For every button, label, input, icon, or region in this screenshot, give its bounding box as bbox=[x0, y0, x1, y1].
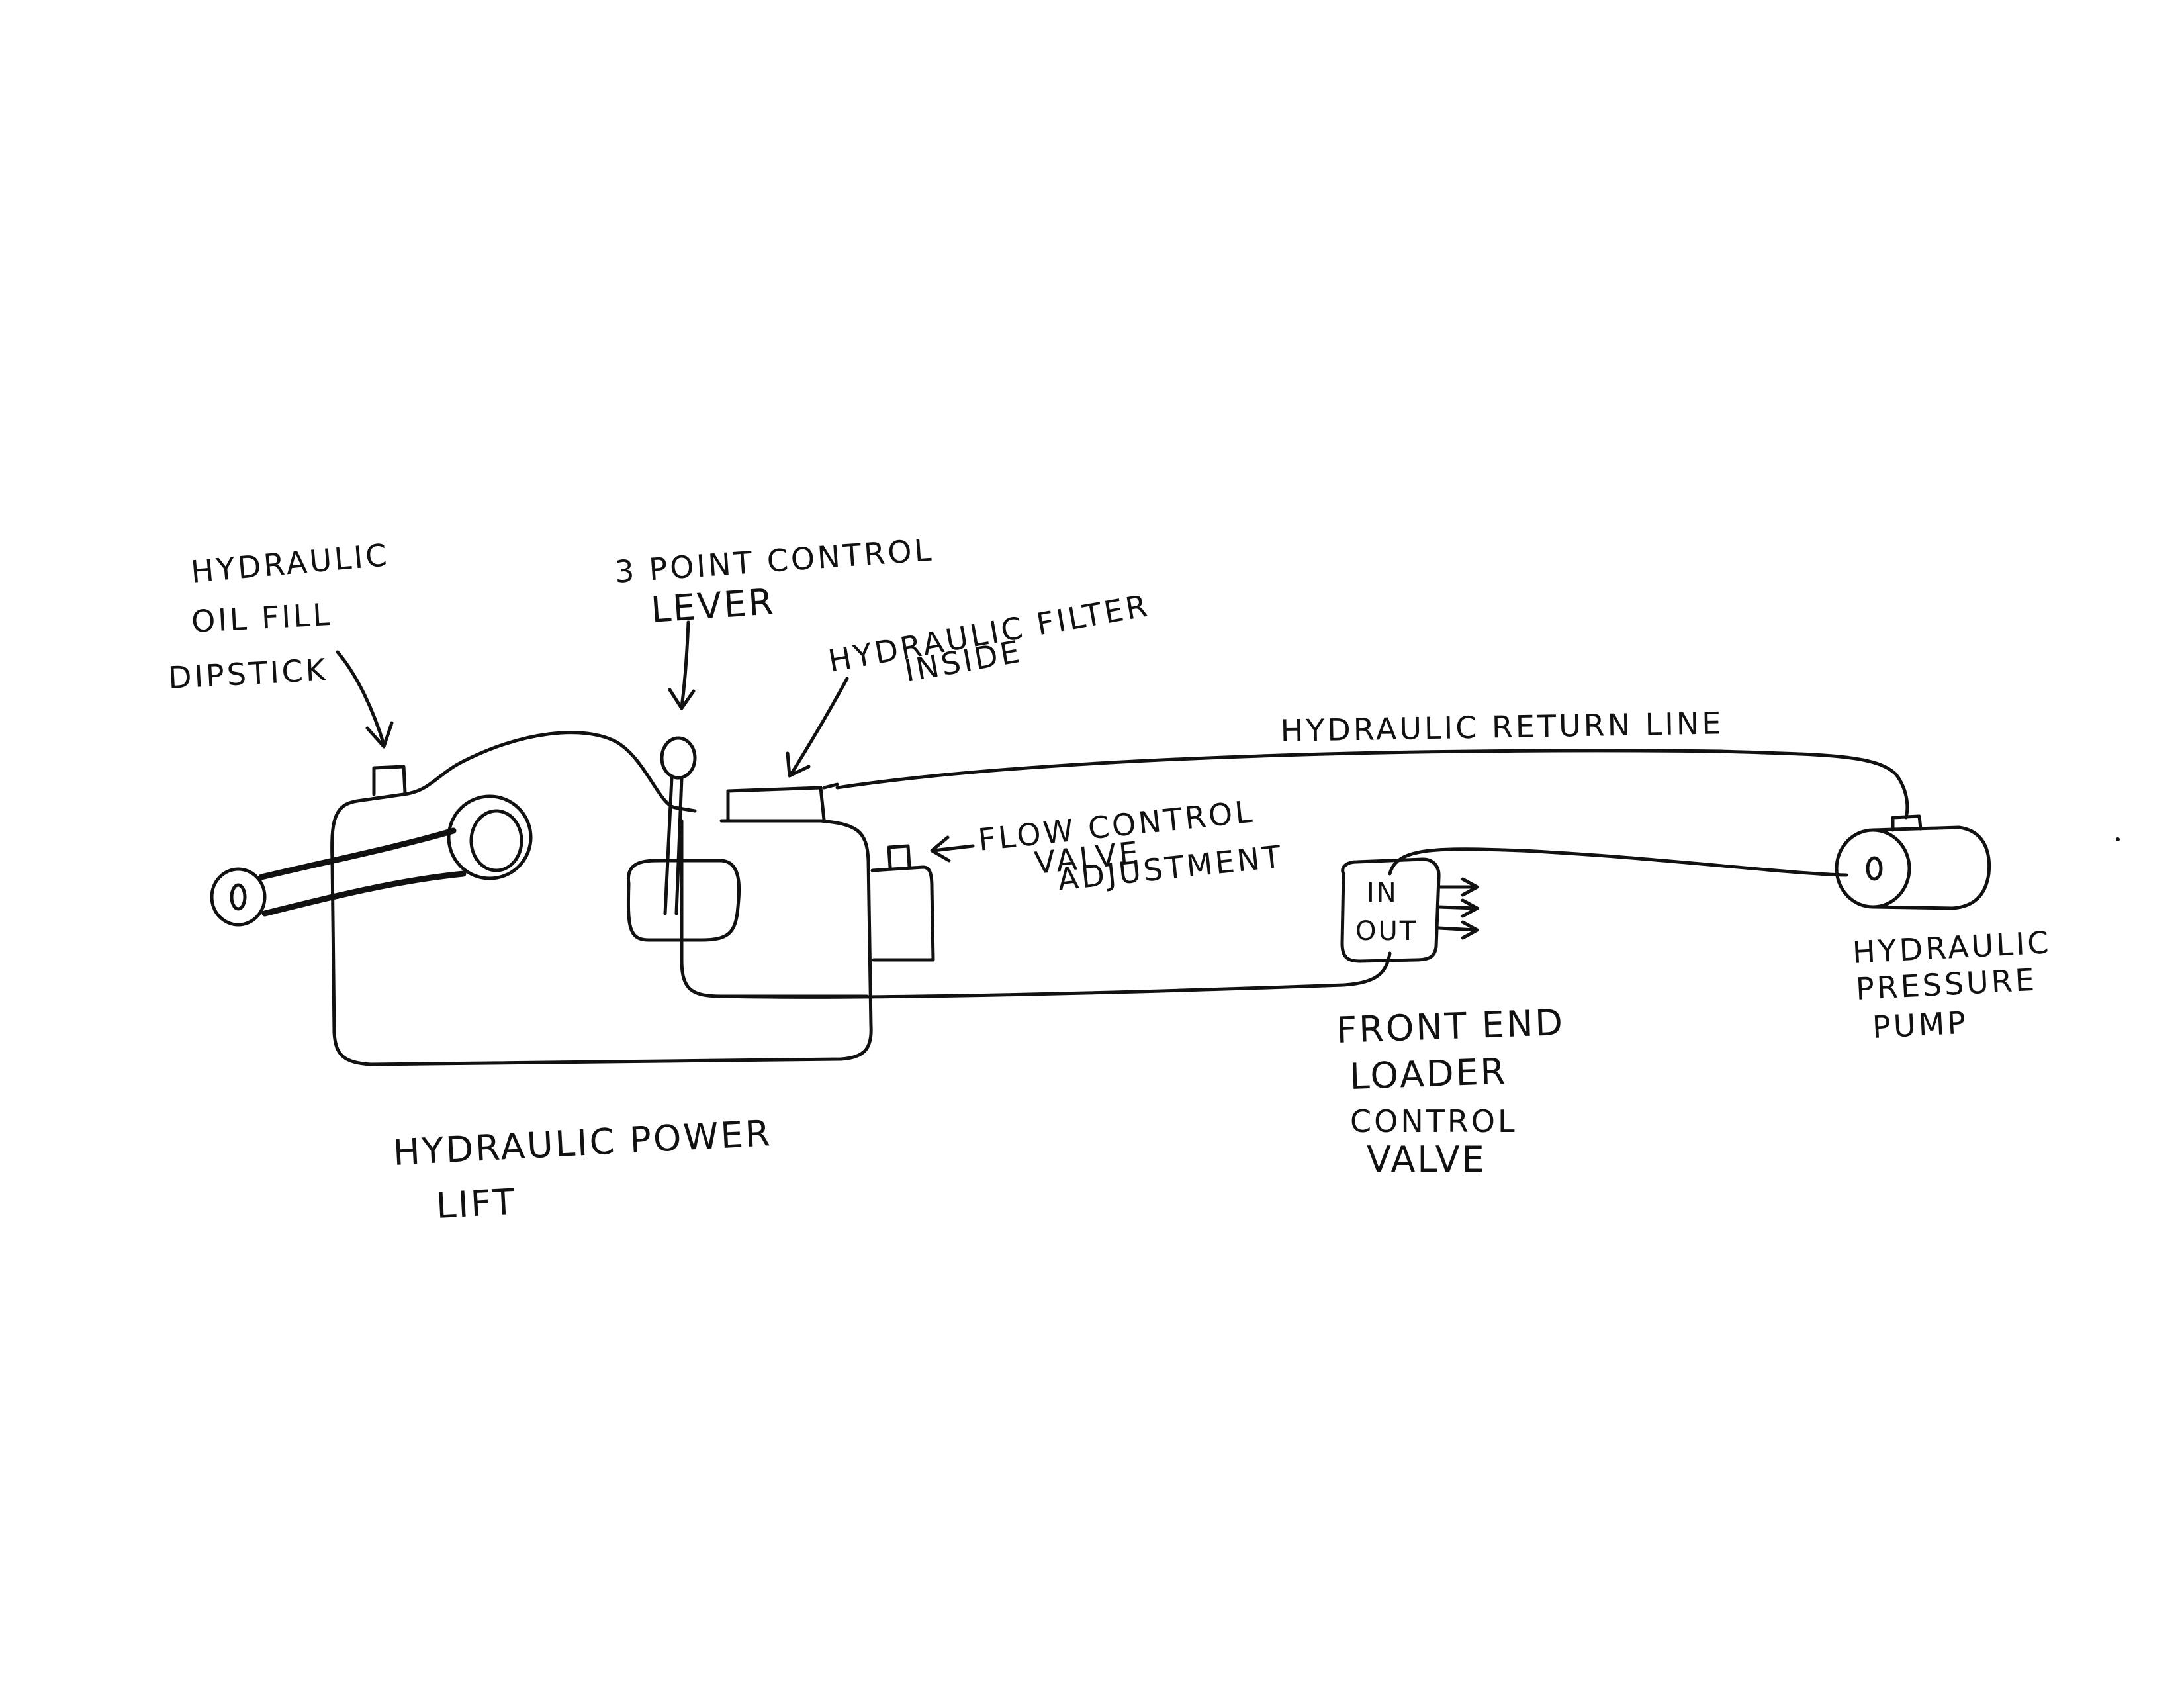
label-loader-line4: VALVE bbox=[1367, 1139, 1486, 1180]
label-power-lift-line1: HYDRAULIC POWER bbox=[392, 1112, 772, 1174]
control-lever bbox=[626, 736, 741, 942]
label-oil-fill-line2: OIL FILL bbox=[191, 596, 334, 639]
label-valve-in: IN bbox=[1367, 878, 1398, 908]
label-control-lever: 3 POINT CONTROL LEVER bbox=[614, 532, 935, 631]
arrow-filter bbox=[789, 677, 849, 776]
label-lever-line2: LEVER bbox=[650, 581, 777, 631]
label-lever-line1: 3 POINT CONTROL bbox=[614, 532, 935, 590]
filter-housing bbox=[726, 782, 839, 823]
label-pump-line3: PUMP bbox=[1872, 1004, 1969, 1045]
label-loader-line1: FRONT END bbox=[1336, 1002, 1565, 1051]
label-flow-control: FLOW CONTROL VALVE ADJUSTMENT bbox=[977, 793, 1285, 898]
return-line bbox=[835, 749, 1909, 820]
label-valve-out: OUT bbox=[1355, 916, 1418, 947]
label-loader-valve: FRONT END LOADER CONTROL VALVE bbox=[1336, 1002, 1565, 1180]
label-return-line: HYDRAULIC RETURN LINE bbox=[1280, 705, 1724, 749]
label-loader-line2: LOADER bbox=[1349, 1051, 1508, 1098]
label-valve-ports: IN OUT bbox=[1355, 878, 1418, 947]
pressure-pump bbox=[1835, 814, 1991, 910]
stray-mark bbox=[2116, 837, 2120, 841]
label-oil-fill: HYDRAULIC OIL FILL DIPSTICK bbox=[167, 537, 391, 696]
arrow-oil-fill bbox=[336, 650, 386, 747]
label-pump: HYDRAULIC PRESSURE PUMP bbox=[1852, 924, 2052, 1045]
label-oil-fill-line1: HYDRAULIC bbox=[189, 537, 390, 590]
loader-valve-box bbox=[1340, 857, 1479, 963]
label-oil-fill-line3: DIPSTICK bbox=[167, 651, 329, 696]
dipstick-cap bbox=[372, 765, 407, 796]
loader-to-pump-line bbox=[1388, 847, 1848, 877]
power-lift-housing bbox=[330, 731, 873, 1066]
flow-control-valve-block bbox=[870, 844, 935, 962]
leader-arrows bbox=[336, 620, 975, 863]
lift-arm bbox=[210, 794, 533, 927]
label-power-lift: HYDRAULIC POWER LIFT bbox=[392, 1112, 772, 1227]
arrow-flow bbox=[931, 844, 975, 853]
label-filter: HYDRAULIC FILTER INSIDE bbox=[826, 587, 1153, 689]
label-power-lift-line2: LIFT bbox=[435, 1181, 517, 1227]
pressure-line bbox=[719, 951, 1392, 999]
label-loader-line3: CONTROL bbox=[1350, 1103, 1518, 1139]
arrow-lever bbox=[680, 620, 690, 709]
